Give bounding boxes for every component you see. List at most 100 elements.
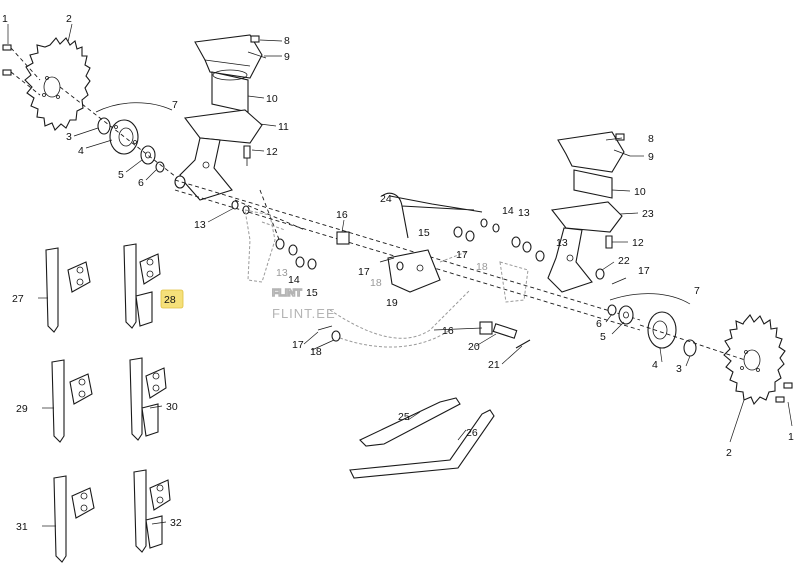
callout-17-center: 17: [456, 249, 468, 261]
mount-plate-right-top: [557, 131, 625, 173]
nut-8-left: [250, 35, 260, 43]
watermark-logo: FLINT: [272, 287, 302, 299]
callout-7-left: 7: [172, 99, 178, 111]
callout-17-bottom: 17: [292, 339, 304, 351]
bolt-right-1b: [775, 396, 785, 403]
coulter-31: [53, 475, 95, 563]
bushing-16-top: [336, 231, 350, 245]
callout-24: 24: [380, 193, 392, 205]
callout-16-top: 16: [336, 209, 348, 221]
highlight-28: [160, 289, 184, 309]
pin-20: [492, 323, 518, 339]
callout-3-right: 3: [676, 363, 682, 375]
callout-15-center: 15: [418, 227, 430, 239]
nut-8-right: [615, 133, 625, 141]
mount-plate-right-low: [550, 201, 623, 233]
hub-4-right: [647, 311, 677, 349]
callout-20: 20: [468, 341, 480, 353]
clip-9-right: [613, 149, 631, 157]
callout-22: 22: [618, 255, 630, 267]
washer-3-right: [683, 339, 697, 357]
callout-26: 26: [466, 427, 478, 439]
left-arm-assembly: [174, 34, 267, 201]
callout-2-left: 2: [66, 13, 72, 25]
callout-8-right: 8: [648, 133, 654, 145]
bolt-hole-l3: [56, 95, 60, 99]
callout-30: 30: [166, 401, 178, 413]
coulter-variants: [45, 243, 171, 563]
callout-23: 23: [642, 208, 654, 220]
callout-14-left: 14: [288, 274, 300, 286]
leader-lines: [7, 23, 793, 527]
callout-18-center: 18: [476, 261, 488, 273]
callout-29: 29: [16, 403, 28, 415]
coulter-29: [51, 359, 93, 443]
callout-32: 32: [170, 517, 182, 529]
callout-10-right: 10: [634, 186, 646, 198]
callout-3-left: 3: [66, 131, 72, 143]
callout-13-left-ghost: 13: [276, 267, 288, 279]
watermark: FLINT FLINT.EE: [271, 286, 336, 321]
washer-5-left: [140, 145, 156, 165]
coulter-28: [123, 243, 161, 329]
handle-24: [381, 192, 483, 239]
callout-11: 11: [278, 121, 289, 133]
callout-17-right: 17: [638, 265, 650, 277]
callout-2-right: 2: [726, 447, 732, 459]
arm-right: [547, 227, 593, 293]
callout-10-left: 10: [266, 93, 278, 105]
bolt-right-1a: [783, 382, 793, 389]
callout-9-left: 9: [284, 51, 290, 63]
callout-21: 21: [488, 359, 500, 371]
callout-13-center-2: 13: [556, 237, 568, 249]
axle-hardware: [231, 200, 545, 270]
watermark-site: FLINT.EE: [272, 306, 336, 321]
callout-12-right: 12: [632, 237, 644, 249]
pin-12-left: [243, 145, 251, 159]
callout-12-left: 12: [266, 146, 278, 158]
bolt-left-1: [2, 44, 41, 96]
callout-5-right: 5: [600, 331, 606, 343]
callout-31: 31: [16, 521, 28, 533]
callout-4-left: 4: [78, 145, 84, 157]
callout-14-center: 14: [502, 205, 514, 217]
callout-17-top: 17: [358, 266, 370, 278]
pin-12-right: [605, 235, 613, 249]
callout-19: 19: [386, 297, 398, 309]
left-disc-assembly: [2, 37, 181, 181]
washer-5-right: [618, 305, 634, 325]
callout-9-right: 9: [648, 151, 654, 163]
arm-left: [179, 137, 233, 201]
coulter-30: [129, 357, 167, 441]
callout-4-right: 4: [652, 359, 658, 371]
callout-28: 28: [164, 294, 176, 306]
hub-4-left: [109, 119, 139, 155]
link-bars: [349, 397, 495, 479]
nut-6-left: [155, 161, 165, 173]
callout-25: 25: [398, 411, 410, 423]
link-25: [359, 397, 461, 447]
callout-6-left: 6: [138, 177, 144, 189]
clip-9-left: [247, 51, 267, 59]
callout-1-right: 1: [788, 431, 794, 443]
coulter-27: [45, 247, 91, 333]
bolt-hole-l1: [45, 76, 49, 80]
callout-13-center: 13: [518, 207, 530, 219]
callout-13-left: 13: [194, 219, 206, 231]
callout-15-left: 15: [306, 287, 318, 299]
center-parts: [317, 192, 531, 349]
disc-blade-right: [723, 314, 786, 406]
tube-10-right: [573, 169, 613, 199]
link-26: [349, 409, 495, 479]
bracket-19: [387, 249, 441, 293]
callout-5-left: 5: [118, 169, 124, 181]
mount-plate-left-low: [183, 109, 263, 144]
clip-21: [515, 339, 531, 349]
nut-6-right: [607, 304, 617, 316]
callout-18-top: 18: [370, 277, 382, 289]
callout-1-left: 1: [2, 13, 8, 25]
callout-16-bottom: 16: [442, 325, 454, 337]
washer-3-left: [97, 117, 111, 135]
right-disc-assembly: [607, 304, 793, 406]
